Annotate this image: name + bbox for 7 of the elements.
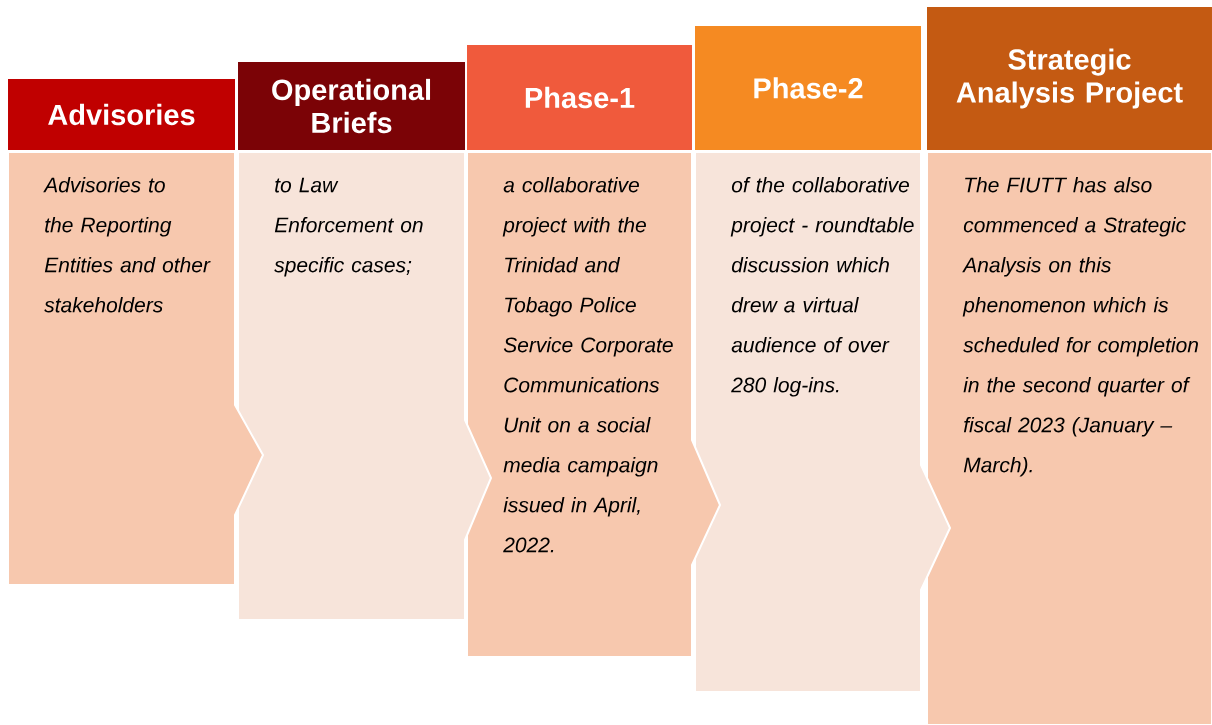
column-header: Phase-2	[695, 26, 921, 150]
column-header: Advisories	[8, 79, 235, 150]
chevron-panel: Advisories to the Reporting Entities and other stakeholders	[7, 151, 265, 586]
column-header: Strategic Analysis Project	[927, 7, 1212, 150]
column-header: Phase-1	[467, 45, 692, 150]
chevron-panel: The FIUTT has also commenced a Strategic Analysis on this phenomenon which is scheduled for completion in the second quarter of fiscal 2023 (January – March).	[926, 151, 1212, 725]
column-header: Operational Briefs	[238, 62, 465, 150]
